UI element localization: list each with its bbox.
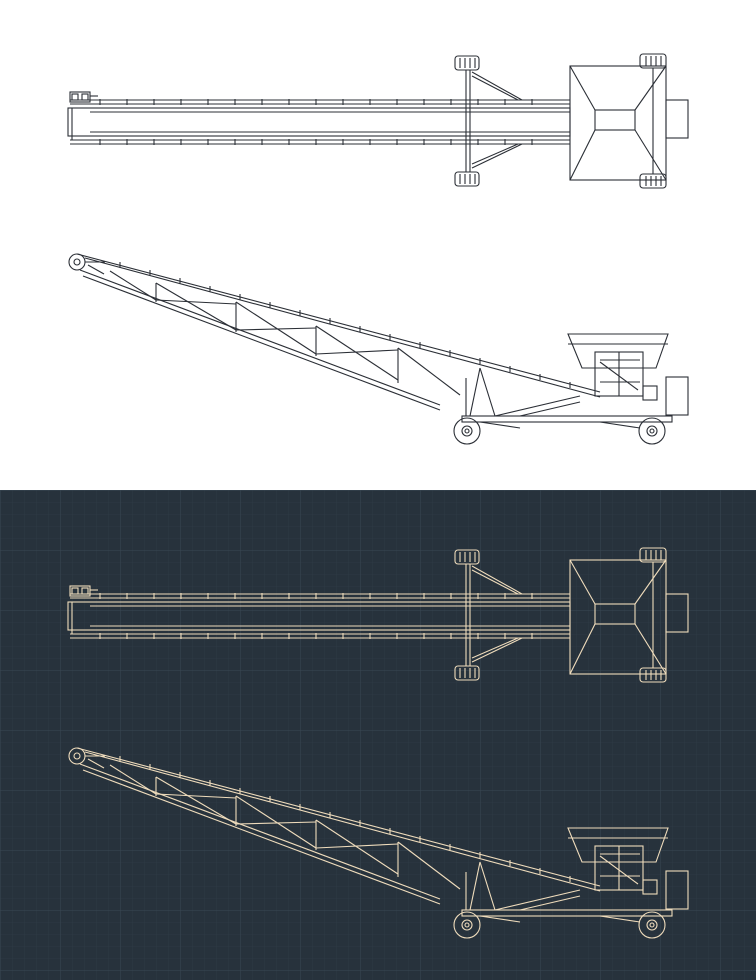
grid-paper-icon — [0, 490, 756, 980]
conveyor-side-view-icon — [68, 747, 689, 939]
conveyor-top-view-icon — [67, 53, 689, 189]
conveyor-drawing-dark: .panel-bottom .fill { fill: #27323c; } .… — [67, 547, 689, 939]
blueprint-panel-dark: .panel-bottom .fill { fill: #27323c; } .… — [0, 490, 756, 980]
conveyor-side-view-icon — [68, 253, 689, 445]
conveyor-drawing-light: .panel-top .fill { fill: #ffffff; } .pan… — [67, 53, 689, 445]
conveyor-top-view-icon — [67, 547, 689, 683]
blueprint-panel-light: .panel-top .fill { fill: #ffffff; } .pan… — [67, 53, 689, 445]
